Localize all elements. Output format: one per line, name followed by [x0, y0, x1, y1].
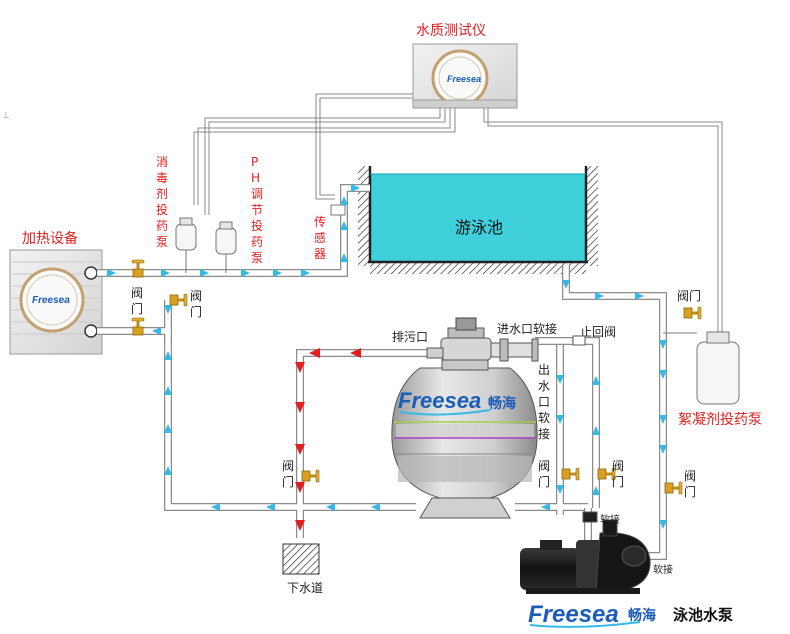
ph-dosing-bottle	[215, 221, 237, 273]
filter-brand-cn: 畅海	[488, 395, 516, 412]
outlet-hose-char: 软	[538, 411, 550, 425]
valve-icon	[301, 469, 320, 483]
valve-label-bypass: 阀 门	[190, 289, 202, 319]
water-quality-tester: Freesea	[412, 43, 518, 109]
valve-char: 门	[131, 301, 143, 316]
valve-char: 门	[282, 474, 294, 489]
pool-pump-label: 泳池水泵	[672, 606, 733, 624]
chlorine-dosing-bottle	[175, 217, 197, 273]
check-valve-body	[572, 335, 586, 346]
sensor-box	[330, 204, 346, 216]
sensor-char: 器	[314, 247, 326, 261]
water-tester-label: 水质测试仪	[416, 23, 486, 39]
sensor-char: 感	[314, 230, 326, 245]
sand-filter: Freesea 畅海	[391, 317, 539, 519]
chlorine-pump-label: 消 毒 剂 投 药 泵	[156, 155, 168, 249]
valve-icon	[131, 317, 145, 336]
sensor-label: 传 感 器	[314, 214, 326, 261]
valve-label-drain: 阀 门	[282, 459, 294, 489]
outlet-hose-label: 出 水 口 软 接	[538, 363, 550, 441]
tester-brand: Freesea	[447, 74, 481, 84]
sensor-char: 传	[314, 214, 326, 229]
corner-mark: ⊥	[2, 111, 10, 121]
chlorine-pump-char: 剂	[156, 186, 168, 201]
heater-brand: Freesea	[32, 295, 70, 306]
valve-char: 阀	[190, 289, 202, 303]
inlet-hose-label: 进水口软接	[497, 321, 557, 336]
valve-label-outlet: 阀 门	[538, 459, 550, 489]
sewer	[282, 543, 320, 575]
pump-brand: Freesea	[528, 601, 619, 628]
outlet-hose-char: 水	[538, 379, 550, 393]
pump-outlet-hose-label: 软接	[653, 563, 673, 576]
valve-label-return: 阀 门	[684, 469, 696, 499]
ph-pump-char: P	[251, 155, 258, 169]
valve-icon	[169, 293, 188, 307]
chlorine-pump-char: 消	[156, 155, 168, 169]
valve-label-heater-top: 阀 门	[131, 286, 143, 316]
ph-pump-label: P H 调 节 投 药 泵	[251, 155, 263, 265]
heater-label: 加热设备	[22, 230, 78, 247]
valve-label-inlet: 阀 门	[612, 459, 624, 489]
pump-brand-cn: 畅海	[628, 607, 656, 624]
valve-char: 门	[684, 484, 696, 499]
outlet-hose-char: 出	[538, 363, 550, 377]
check-valve-label: 止回阀	[580, 325, 616, 339]
ph-pump-char: 泵	[251, 251, 263, 265]
ph-pump-char: 节	[251, 203, 263, 217]
valve-icon	[561, 467, 580, 481]
valve-label-flocculant: 阀门	[677, 288, 701, 303]
chlorine-pump-char: 毒	[156, 171, 168, 185]
valve-icon	[664, 481, 683, 495]
pump-inlet-hose-label: 软接	[600, 513, 620, 526]
chlorine-pump-char: 投	[156, 202, 168, 217]
valve-char: 门	[612, 474, 624, 489]
ph-pump-char: H	[251, 171, 260, 185]
valve-icon	[131, 259, 145, 278]
valve-char: 阀	[282, 459, 294, 473]
chlorine-pump-char: 药	[156, 219, 168, 233]
ph-pump-char: 调	[251, 187, 263, 201]
valve-char: 阀	[612, 459, 624, 473]
flocculant-pump-label: 絮凝剂投药泵	[678, 411, 762, 428]
filter-brand: Freesea	[398, 388, 481, 413]
drain-outlet-label: 排污口	[392, 330, 428, 344]
heater: Freesea	[9, 249, 103, 355]
ph-pump-char: 药	[251, 235, 263, 249]
pool-label: 游泳池	[455, 218, 503, 237]
valve-icon	[683, 306, 702, 320]
valve-char: 门	[538, 474, 550, 489]
valve-char: 门	[190, 304, 202, 319]
valve-char: 阀	[538, 459, 550, 473]
sewer-label: 下水道	[287, 581, 323, 595]
outlet-hose-char: 接	[538, 426, 550, 441]
outlet-hose-char: 口	[538, 395, 550, 409]
valve-char: 阀	[684, 469, 696, 483]
pool-pump	[520, 511, 651, 594]
flocculant-dosing-bottle	[663, 331, 740, 405]
ph-pump-char: 投	[251, 218, 263, 233]
valve-char: 阀	[131, 286, 143, 300]
chlorine-pump-char: 泵	[156, 235, 168, 249]
